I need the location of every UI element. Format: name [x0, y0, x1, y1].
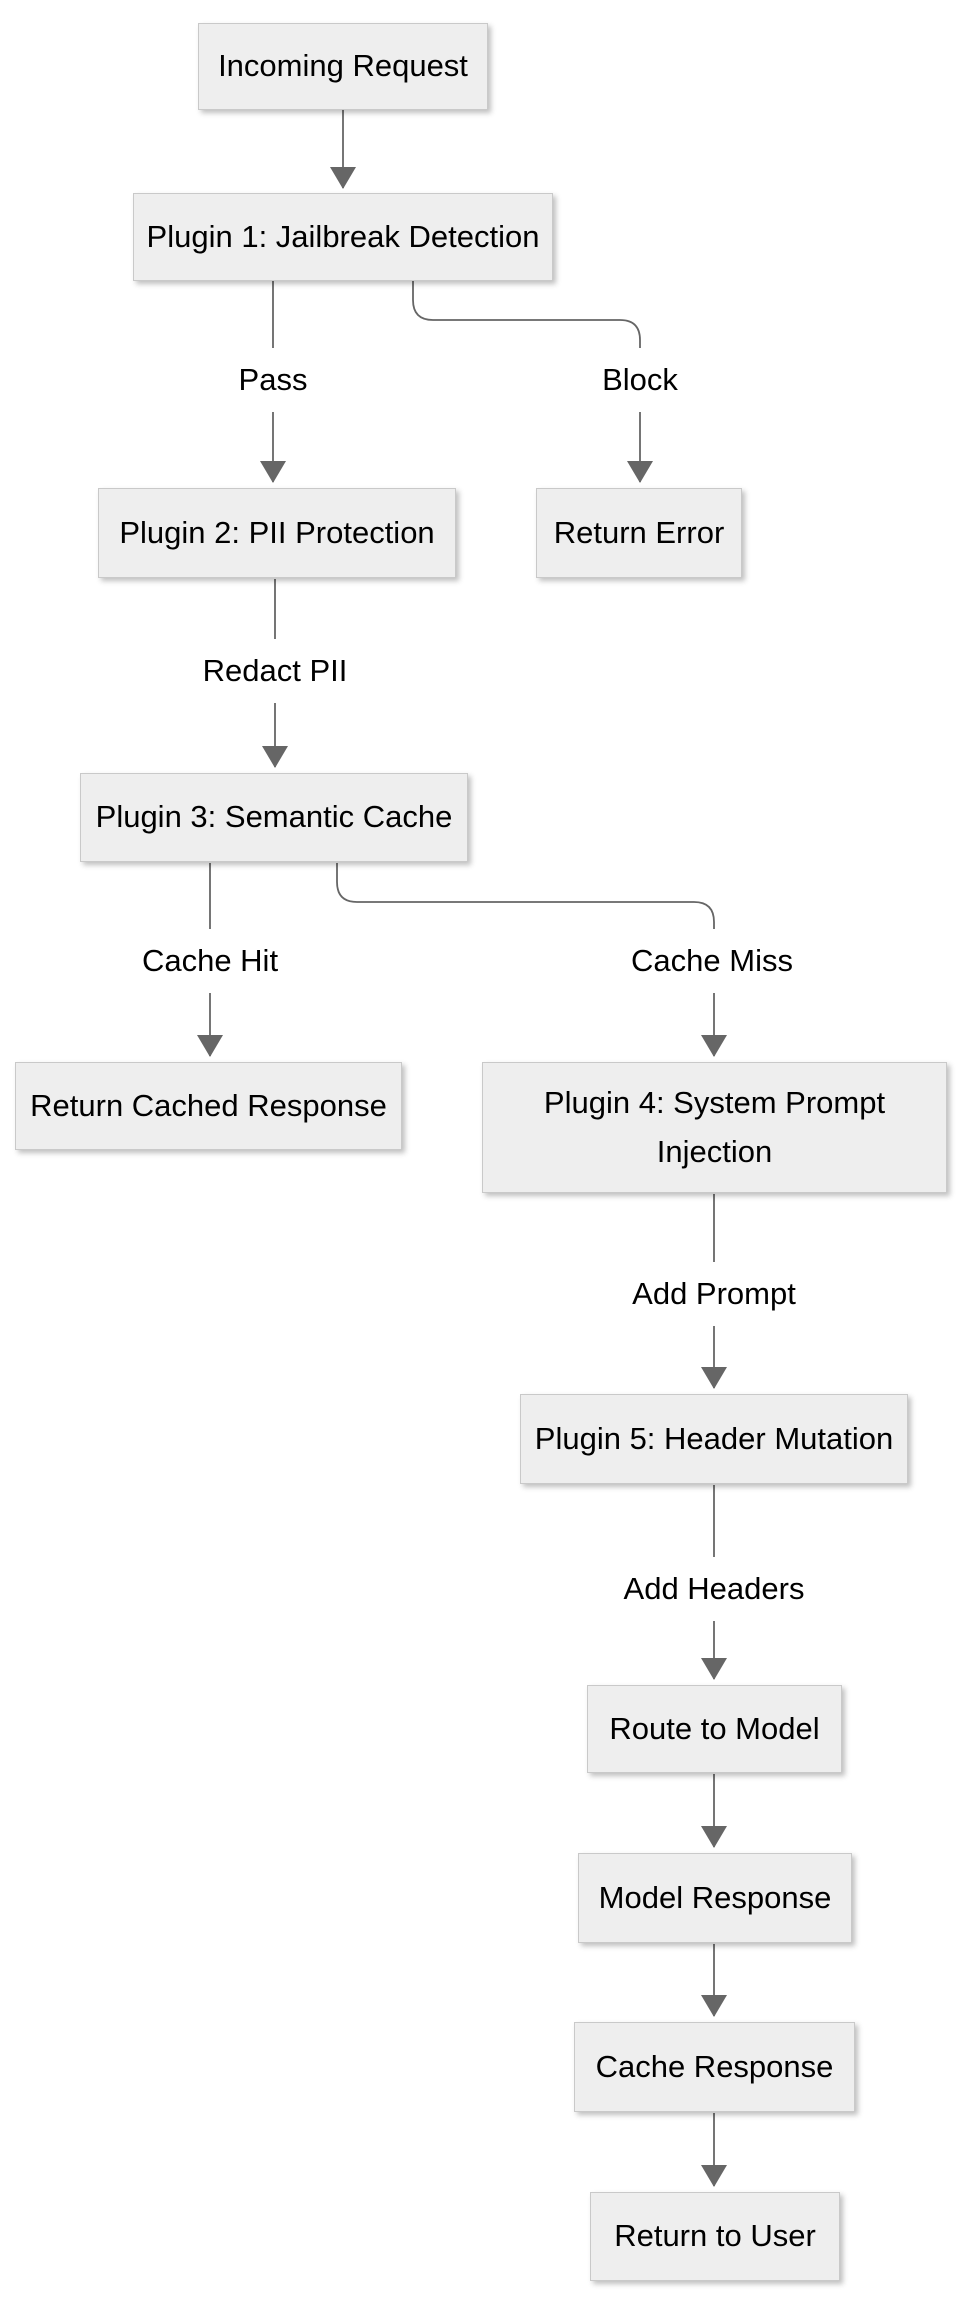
edge-label-pass: Pass: [228, 348, 318, 412]
node-model-response: Model Response: [578, 1853, 852, 1943]
node-cache-response: Cache Response: [574, 2022, 855, 2112]
edge-label-redact-pii: Redact PII: [192, 639, 358, 703]
node-plugin5-header-mutation: Plugin 5: Header Mutation: [520, 1394, 908, 1484]
edge-plugin1-to-return-error-block: [412, 281, 653, 483]
edge-label-add-headers: Add Headers: [613, 1557, 815, 1621]
edge-plugin3-to-plugin4-miss: [336, 863, 727, 1057]
node-plugin2-pii-protection: Plugin 2: PII Protection: [98, 488, 456, 578]
node-return-cached-response: Return Cached Response: [15, 1062, 402, 1150]
edge-label-add-prompt: Add Prompt: [622, 1262, 806, 1326]
edge-label-cache-hit: Cache Hit: [131, 929, 289, 993]
node-return-error: Return Error: [536, 488, 742, 578]
edge-label-cache-miss: Cache Miss: [621, 929, 803, 993]
node-return-to-user: Return to User: [590, 2192, 840, 2281]
node-plugin3-semantic-cache: Plugin 3: Semantic Cache: [80, 773, 468, 862]
edge-label-block: Block: [592, 348, 688, 412]
node-plugin1-jailbreak-detection: Plugin 1: Jailbreak Detection: [133, 193, 553, 281]
node-route-to-model: Route to Model: [587, 1685, 842, 1773]
node-plugin4-system-prompt-injection: Plugin 4: System Prompt Injection: [482, 1062, 947, 1193]
node-incoming-request: Incoming Request: [198, 23, 488, 110]
